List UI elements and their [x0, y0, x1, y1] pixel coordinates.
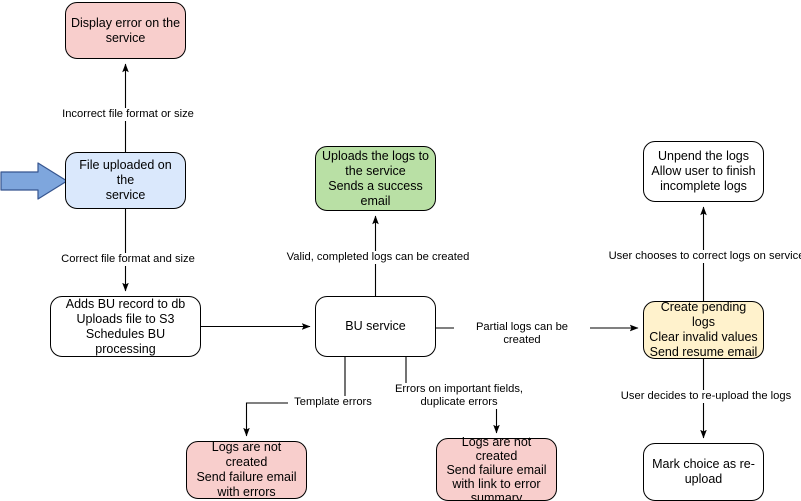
input-block-arrow-icon: [0, 162, 68, 200]
node-unpend-the-logs[interactable]: Unpend the logs Allow user to finish inc…: [643, 141, 764, 202]
node-mark-choice-as-re-upload[interactable]: Mark choice as re- upload: [643, 443, 764, 501]
node-file-uploaded-on-the-service[interactable]: File uploaded on the service: [65, 152, 186, 209]
node-uploads-the-logs-to-the-service[interactable]: Uploads the logs to the service Sends a …: [315, 146, 436, 211]
edge-label-user-decides-to-re-upload-the-logs: User decides to re-upload the logs: [618, 390, 794, 403]
edge-label-correct-file-format-and-size: Correct file format and size: [58, 253, 198, 266]
edge-label-errors-on-important-fields: Errors on important fields, duplicate er…: [389, 383, 529, 409]
node-bu-service[interactable]: BU service: [315, 296, 436, 357]
node-create-pending-logs[interactable]: Create pending logs Clear invalid values…: [643, 300, 764, 359]
node-logs-not-created-with-error-summary[interactable]: Logs are not created Send failure email …: [436, 435, 557, 501]
node-display-error[interactable]: Display error on the service: [65, 2, 186, 59]
edge-label-partial-logs-can-be-created: Partial logs can be created: [454, 321, 590, 347]
edge-label-user-chooses-to-correct-logs-on-service: User chooses to correct logs on service: [606, 250, 801, 263]
edge-label-valid-completed-logs-can-be-created: Valid, completed logs can be created: [284, 251, 472, 264]
node-logs-not-created-with-errors[interactable]: Logs are not created Send failure email …: [186, 440, 307, 499]
edge-label-incorrect-file-format-or-size: Incorrect file format or size: [58, 108, 198, 121]
node-adds-bu-record-to-db[interactable]: Adds BU record to db Uploads file to S3 …: [50, 296, 201, 357]
edge-label-template-errors: Template errors: [288, 396, 378, 409]
